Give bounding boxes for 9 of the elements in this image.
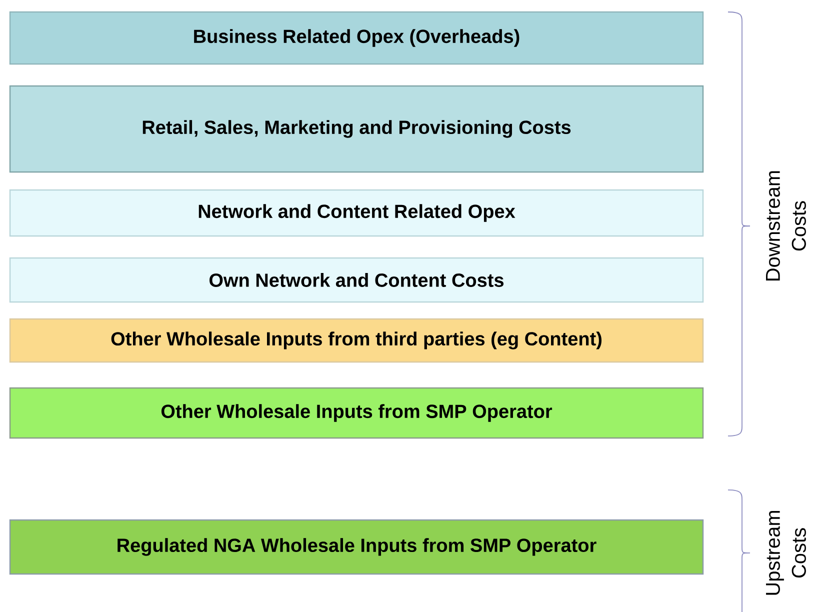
cost-box: Other Wholesale Inputs from SMP Operator <box>9 387 704 439</box>
cost-box: Network and Content Related Opex <box>9 189 704 237</box>
cost-box: Retail, Sales, Marketing and Provisioning Costs <box>9 85 704 173</box>
cost-box: Business Related Opex (Overheads) <box>9 11 704 65</box>
cost-box: Own Network and Content Costs <box>9 257 704 303</box>
bracket-label: Downstream Costs <box>766 171 806 280</box>
bracket-label: Upstream Costs <box>766 510 806 595</box>
cost-box: Other Wholesale Inputs from third parties (eg Content) <box>9 318 704 363</box>
cost-box: Regulated NGA Wholesale Inputs from SMP Operator <box>9 519 704 575</box>
